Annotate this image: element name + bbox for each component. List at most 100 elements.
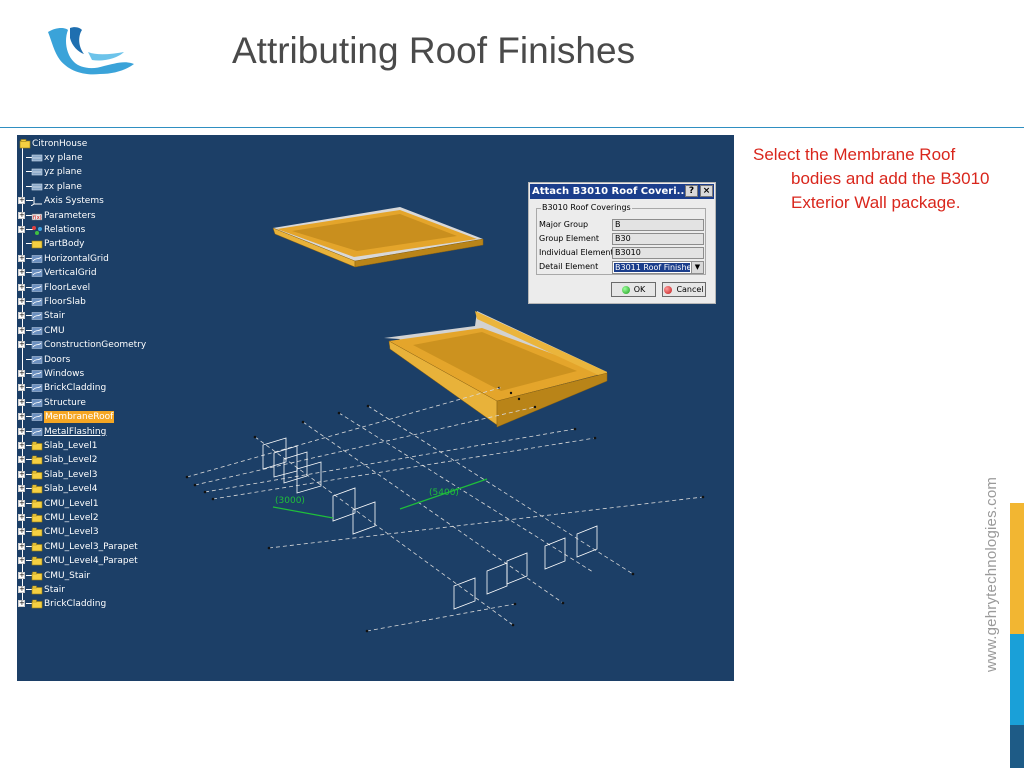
tree-item-label: Stair bbox=[44, 311, 65, 322]
tree-item-label: CMU_Level3 bbox=[44, 527, 99, 538]
expand-icon[interactable]: + bbox=[18, 210, 25, 219]
expand-icon[interactable]: + bbox=[18, 253, 25, 262]
body-folder-icon bbox=[31, 571, 43, 580]
tree-connector bbox=[26, 459, 33, 461]
expand-icon[interactable]: + bbox=[18, 570, 25, 579]
expand-icon[interactable]: + bbox=[18, 527, 25, 536]
body-folder-icon bbox=[31, 528, 43, 537]
body-folder-icon bbox=[31, 585, 43, 595]
geometrical-set-icon bbox=[31, 255, 43, 263]
group-element-field: B30 bbox=[612, 233, 704, 245]
tree-item-label: Parameters bbox=[44, 210, 96, 221]
expand-icon[interactable]: + bbox=[18, 455, 25, 464]
ok-button[interactable]: OK bbox=[611, 282, 656, 297]
tree-connector bbox=[26, 301, 33, 302]
geometrical-set-icon bbox=[31, 413, 43, 421]
body-folder-icon bbox=[31, 441, 43, 451]
accent-bar-yellow bbox=[1010, 503, 1024, 634]
tree-item-label: CMU bbox=[44, 325, 65, 336]
tree-connector bbox=[26, 416, 33, 418]
tree-connector bbox=[26, 560, 33, 562]
geometrical-set-icon bbox=[31, 298, 43, 306]
expand-icon[interactable]: + bbox=[18, 441, 25, 449]
major-group-label: Major Group bbox=[539, 220, 589, 229]
tree-connector bbox=[26, 243, 33, 245]
tree-item-label: Stair bbox=[44, 585, 65, 595]
expand-icon[interactable]: + bbox=[18, 469, 25, 478]
cancel-button[interactable]: Cancel bbox=[662, 282, 706, 297]
expand-icon[interactable]: + bbox=[18, 556, 25, 565]
expand-icon[interactable]: + bbox=[18, 325, 25, 334]
tree-connector bbox=[26, 517, 33, 518]
body-folder-icon bbox=[31, 513, 43, 523]
tree-connector bbox=[26, 200, 33, 202]
expand-icon[interactable]: + bbox=[18, 297, 25, 305]
group-label: B3010 Roof Coverings bbox=[541, 203, 632, 212]
tree-connector bbox=[26, 603, 33, 605]
expand-icon[interactable]: + bbox=[18, 369, 25, 377]
tree-item-label: MetalFlashing bbox=[44, 426, 107, 437]
membrane-roof-upper[interactable] bbox=[272, 207, 484, 268]
tree-item-label: ConstructionGeometry bbox=[44, 340, 147, 351]
model-3d-view[interactable]: (3000) (5400) bbox=[17, 135, 734, 681]
individual-element-field: B3010 bbox=[612, 247, 704, 259]
tree-connector bbox=[26, 229, 33, 230]
geometrical-set-icon bbox=[31, 327, 43, 335]
detail-element-value: B3011 Roof Finishes bbox=[614, 263, 690, 272]
group-element-label: Group Element bbox=[539, 234, 600, 243]
tree-connector bbox=[26, 387, 33, 389]
tree-item-label: BrickCladding bbox=[44, 383, 107, 394]
help-button[interactable]: ? bbox=[685, 185, 698, 197]
chevron-down-icon[interactable]: ▼ bbox=[691, 262, 703, 273]
expand-icon[interactable]: + bbox=[18, 484, 25, 493]
expand-icon[interactable]: + bbox=[18, 412, 25, 421]
attach-roof-coverings-dialog[interactable]: Attach B3010 Roof Coveri... ? × B3010 Ro… bbox=[528, 182, 716, 304]
expand-icon[interactable]: + bbox=[18, 340, 25, 349]
dimension-right-label: (5400) bbox=[429, 488, 459, 498]
geometrical-set-icon bbox=[31, 283, 43, 292]
individual-element-label: Individual Element bbox=[539, 248, 614, 257]
tree-item-label: zx plane bbox=[44, 181, 82, 192]
detail-element-select[interactable]: B3011 Roof Finishes ▼ bbox=[612, 261, 704, 274]
parameters-icon: f(x) bbox=[31, 213, 43, 221]
tree-connector bbox=[26, 574, 33, 576]
tree-connector bbox=[26, 445, 33, 446]
expand-icon[interactable]: + bbox=[18, 282, 25, 291]
membrane-roof-lower[interactable] bbox=[384, 311, 608, 428]
tree-connector bbox=[26, 272, 33, 274]
relations-icon bbox=[32, 226, 42, 235]
tree-connector bbox=[26, 373, 33, 374]
tree-item-label: Axis Systems bbox=[44, 196, 104, 207]
expand-icon[interactable]: + bbox=[18, 599, 25, 608]
expand-icon[interactable]: + bbox=[18, 585, 25, 593]
tree-connector bbox=[26, 473, 33, 475]
body-folder-icon bbox=[31, 600, 43, 609]
expand-icon[interactable]: + bbox=[18, 311, 25, 320]
part-body-icon bbox=[31, 241, 43, 249]
part-icon bbox=[19, 139, 31, 149]
tree-root-label: CitronHouse bbox=[32, 139, 88, 149]
geometrical-set-icon bbox=[31, 355, 43, 364]
expand-icon[interactable]: + bbox=[18, 541, 25, 550]
expand-icon[interactable]: + bbox=[18, 513, 25, 521]
tree-connector bbox=[26, 545, 33, 547]
expand-icon[interactable]: + bbox=[18, 397, 25, 406]
expand-icon[interactable]: + bbox=[18, 426, 25, 435]
tree-item-label: Windows bbox=[44, 369, 85, 379]
close-button[interactable]: × bbox=[700, 185, 713, 197]
tree-item-label: CMU_Level2 bbox=[44, 513, 99, 523]
body-folder-icon bbox=[31, 484, 43, 494]
expand-icon[interactable]: + bbox=[18, 268, 25, 277]
tree-connector bbox=[26, 358, 33, 360]
tree-item-label: CMU_Level1 bbox=[44, 498, 99, 509]
tree-item-label: PartBody bbox=[44, 239, 85, 250]
expand-icon[interactable]: + bbox=[18, 196, 25, 205]
expand-icon[interactable]: + bbox=[18, 383, 25, 392]
grid-lines bbox=[186, 386, 704, 632]
major-group-field: B bbox=[612, 219, 704, 231]
expand-icon[interactable]: + bbox=[18, 225, 25, 233]
tree-connector bbox=[26, 344, 33, 346]
tree-item-label: Slab_Level3 bbox=[44, 469, 98, 480]
expand-icon[interactable]: + bbox=[18, 498, 25, 507]
